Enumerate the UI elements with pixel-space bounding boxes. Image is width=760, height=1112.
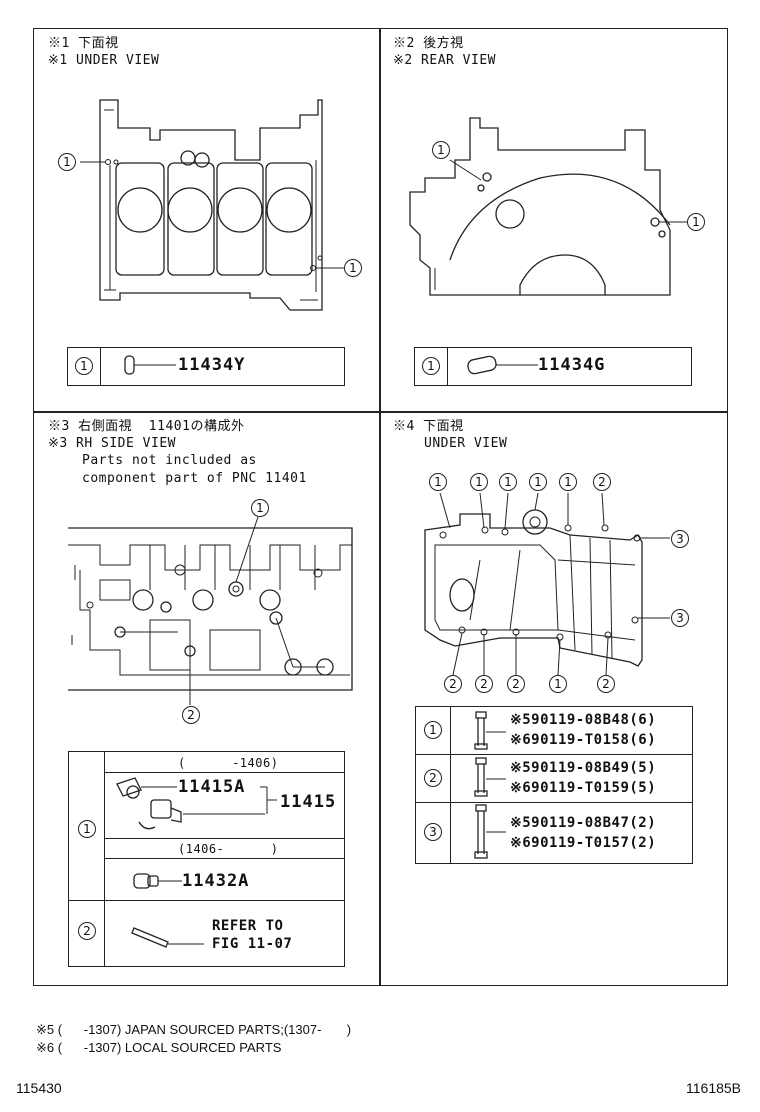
p1-legend-box <box>67 347 345 386</box>
p3-date-to: ( -1406) <box>178 756 279 770</box>
p4-row3-callout: 3 <box>424 823 442 841</box>
p4-bottom-callout-2a: 2 <box>444 675 462 693</box>
p2-callout-right: 1 <box>687 213 705 231</box>
p3-part-group: 11415 <box>280 792 337 812</box>
p3-table-row-divider <box>68 900 345 902</box>
p4-top-callout-1b: 1 <box>470 473 488 491</box>
page-number-right: 116185B <box>686 1080 742 1096</box>
p4-title-en: UNDER VIEW <box>424 436 508 451</box>
p4-table-row-divider-2 <box>415 802 693 804</box>
p3-date-divider-3 <box>104 858 345 859</box>
p4-top-callout-1a: 1 <box>429 473 447 491</box>
p4-side-callout-3b: 3 <box>671 609 689 627</box>
oil-pan-under-view-drawing <box>424 492 670 676</box>
p3-table-callout-2: 2 <box>78 922 96 940</box>
p4-row3-part-b: ※690119-T0157(2) <box>510 835 657 851</box>
p1-title-en: ※1 UNDER VIEW <box>48 53 160 68</box>
medium-bolt-icon <box>474 757 506 797</box>
p4-row1-callout: 1 <box>424 721 442 739</box>
p4-bolt-table <box>415 706 693 864</box>
p2-title-jp: ※2 後方視 <box>393 36 464 51</box>
p2-title-en: ※2 REAR VIEW <box>393 53 496 68</box>
p4-table-row-divider-1 <box>415 754 693 756</box>
dowel-icon <box>467 355 538 375</box>
p3-table-col-divider <box>104 751 106 967</box>
p4-row2-part-b: ※690119-T0159(5) <box>510 780 657 796</box>
p3-callout-1: 1 <box>251 499 269 517</box>
p3-table <box>68 751 345 967</box>
p3-date-divider-1 <box>104 772 345 773</box>
p4-row1-part-a: ※590119-08B48(6) <box>510 712 657 728</box>
p3-table-callout-1: 1 <box>78 820 96 838</box>
p4-side-callout-3a: 3 <box>671 530 689 548</box>
p1-legend-callout: 1 <box>75 357 93 375</box>
p4-top-callout-2: 2 <box>593 473 611 491</box>
rh-side-view-block-drawing <box>68 516 353 705</box>
p4-bottom-callout-2d: 2 <box>597 675 615 693</box>
p4-bottom-callout-2b: 2 <box>475 675 493 693</box>
p4-table-col-divider <box>450 706 452 864</box>
p4-row1-part-b: ※690119-T0158(6) <box>510 732 657 748</box>
horizontal-divider <box>33 411 728 413</box>
p4-top-callout-1d: 1 <box>529 473 547 491</box>
p2-callout-left: 1 <box>432 141 450 159</box>
p4-title-jp: ※4 下面視 <box>393 419 464 434</box>
footnote-6: ※6 ( -1307) LOCAL SOURCED PARTS <box>36 1040 282 1055</box>
rear-view-block-drawing <box>409 117 687 296</box>
p2-part-number: 11434G <box>538 355 606 375</box>
short-bolt-icon <box>474 711 506 750</box>
p2-legend-callout: 1 <box>422 357 440 375</box>
diagram-frame <box>33 28 728 986</box>
p3-refer-line1: REFER TO <box>212 918 284 934</box>
p2-legend-box <box>414 347 692 386</box>
p3-part-b: 11432A <box>182 871 250 891</box>
p4-top-callout-1e: 1 <box>559 473 577 491</box>
p3-part-a: 11415A <box>178 777 246 797</box>
p4-row2-part-a: ※590119-08B49(5) <box>510 760 657 776</box>
p1-callout-right: 1 <box>344 259 362 277</box>
p3-refer-line2: FIG 11-07 <box>212 936 293 952</box>
vertical-divider <box>379 28 381 986</box>
p2-legend-divider <box>447 347 449 386</box>
p3-note-line1: Parts not included as <box>82 453 257 468</box>
under-view-block-drawing <box>80 99 344 311</box>
p4-row3-part-a: ※590119-08B47(2) <box>510 815 657 831</box>
p3-note-line2: component part of PNC 11401 <box>82 471 307 486</box>
long-bolt-icon <box>474 804 506 859</box>
p4-bottom-callout-1: 1 <box>549 675 567 693</box>
p3-date-from: (1406- ) <box>178 842 279 856</box>
p4-top-callout-1c: 1 <box>499 473 517 491</box>
pin-icon <box>124 355 176 375</box>
p4-bottom-callout-2c: 2 <box>507 675 525 693</box>
p4-row2-callout: 2 <box>424 769 442 787</box>
p1-title-jp: ※1 下面視 <box>48 36 119 51</box>
p3-title-jp: ※3 右側面視 11401の構成外 <box>48 419 245 434</box>
page-number-left: 115430 <box>16 1080 62 1096</box>
footnote-5: ※5 ( -1307) JAPAN SOURCED PARTS;(1307- ) <box>36 1022 352 1037</box>
plug-drawing <box>133 873 182 889</box>
p1-callout-left: 1 <box>58 153 76 171</box>
p3-callout-2: 2 <box>182 706 200 724</box>
stud-drawing <box>131 927 204 948</box>
oil-pressure-switch-drawing <box>116 777 277 830</box>
p1-part-number: 11434Y <box>178 355 246 375</box>
p3-date-divider-2 <box>104 838 345 839</box>
p1-legend-divider <box>100 347 102 386</box>
p3-title-en: ※3 RH SIDE VIEW <box>48 436 176 451</box>
